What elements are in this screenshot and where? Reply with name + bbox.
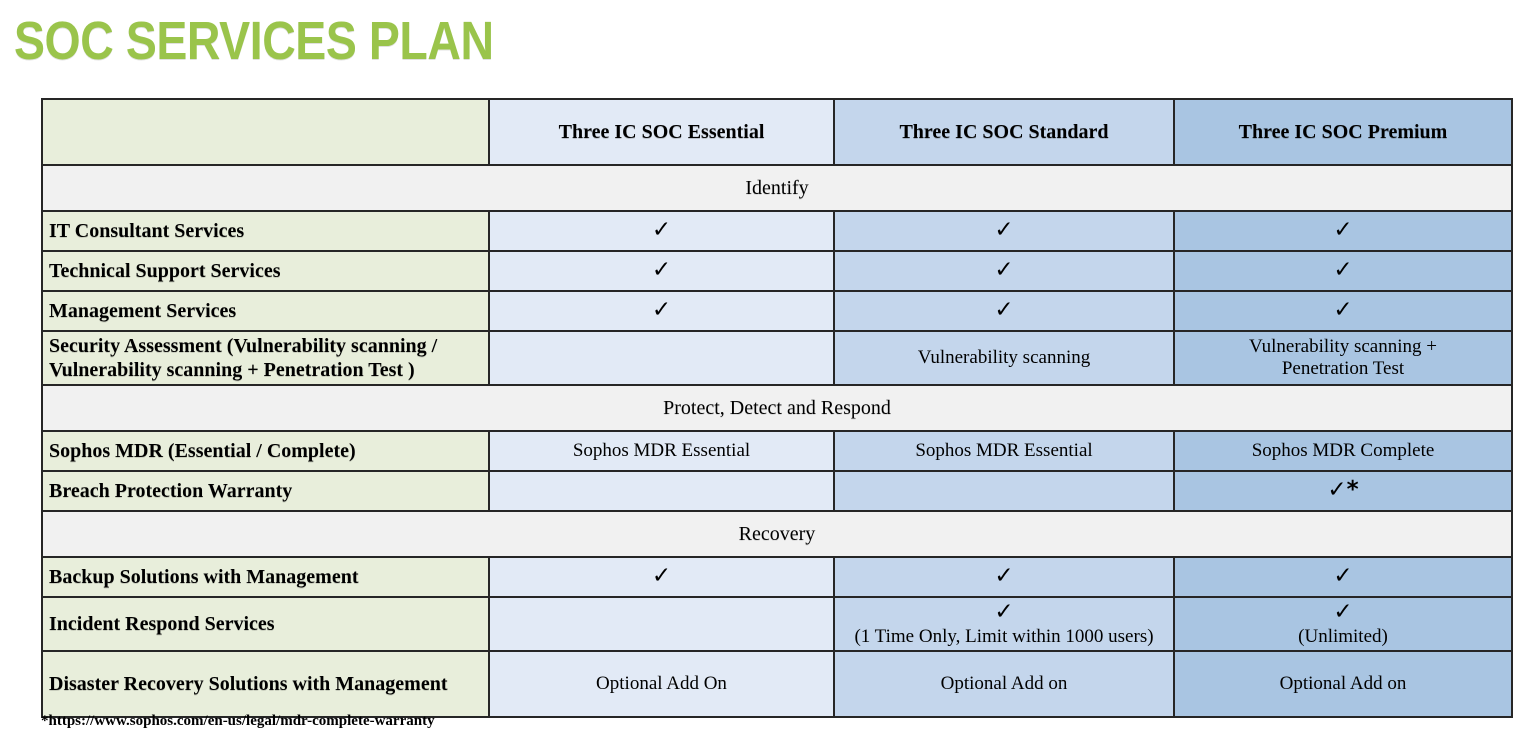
check-icon: ✓ bbox=[651, 563, 672, 590]
cell-standard: Vulnerability scanning bbox=[833, 330, 1175, 386]
table-row: Technical Support Services ✓ ✓ ✓ bbox=[41, 250, 1513, 292]
table-row: Management Services ✓ ✓ ✓ bbox=[41, 290, 1513, 332]
check-icon: ✓ bbox=[994, 563, 1014, 590]
cell-note-2: Penetration Test bbox=[1281, 358, 1405, 379]
check-asterisk-icon: ✓* bbox=[1327, 477, 1359, 504]
section-header-row: Identify bbox=[41, 164, 1513, 212]
section-title-recovery: Recovery bbox=[41, 510, 1513, 558]
cell-premium: ✓ (Unlimited) bbox=[1173, 596, 1513, 652]
check-icon: ✓ bbox=[651, 217, 672, 244]
cell-premium: Sophos MDR Complete bbox=[1173, 430, 1513, 472]
section-header-row: Protect, Detect and Respond bbox=[41, 384, 1513, 432]
table-row: Backup Solutions with Management ✓ ✓ ✓ bbox=[41, 556, 1513, 598]
cell-essential: ✓ bbox=[488, 290, 835, 332]
cell-essential bbox=[488, 330, 835, 386]
cell-essential: Optional Add On bbox=[488, 650, 835, 718]
column-header-standard[interactable]: Three IC SOC Standard bbox=[833, 98, 1175, 166]
section-title-identify: Identify bbox=[41, 164, 1513, 212]
feature-label: Security Assessment (Vulnerability scann… bbox=[41, 330, 490, 386]
cell-essential: ✓ bbox=[488, 556, 835, 598]
table-row: Disaster Recovery Solutions with Managem… bbox=[41, 650, 1513, 718]
cell-note: (Unlimited) bbox=[1298, 626, 1388, 648]
cell-premium: ✓ bbox=[1173, 290, 1513, 332]
cell-note: Optional Add On bbox=[596, 673, 727, 695]
feature-label-line2: Vulnerability scanning + Penetration Tes… bbox=[49, 359, 415, 381]
feature-label-line1: Security Assessment (Vulnerability scann… bbox=[49, 335, 438, 357]
section-header-row: Recovery bbox=[41, 510, 1513, 558]
check-icon: ✓ bbox=[994, 217, 1014, 244]
check-icon: ✓ bbox=[994, 297, 1014, 324]
feature-label: Technical Support Services bbox=[41, 250, 490, 292]
cell-note: Sophos MDR Essential bbox=[572, 440, 751, 462]
feature-label: Disaster Recovery Solutions with Managem… bbox=[41, 650, 490, 718]
check-icon: ✓ bbox=[651, 297, 672, 324]
cell-essential bbox=[488, 596, 835, 652]
page-title: SOC SERVICES PLAN bbox=[14, 11, 494, 71]
check-icon: ✓ bbox=[994, 257, 1014, 284]
table-row: Breach Protection Warranty ✓* bbox=[41, 470, 1513, 512]
cell-note: Vulnerability scanning bbox=[917, 347, 1091, 369]
table-row: Security Assessment (Vulnerability scann… bbox=[41, 330, 1513, 386]
cell-standard: ✓ bbox=[833, 210, 1175, 252]
check-icon: ✓ bbox=[1333, 257, 1353, 284]
cell-note: (1 Time Only, Limit within 1000 users) bbox=[854, 626, 1154, 648]
feature-label: Incident Respond Services bbox=[41, 596, 490, 652]
table-header-row: Three IC SOC Essential Three IC SOC Stan… bbox=[41, 98, 1513, 166]
cell-standard: ✓ bbox=[833, 250, 1175, 292]
column-header-feature bbox=[41, 98, 490, 166]
soc-services-plan-table: Three IC SOC Essential Three IC SOC Stan… bbox=[41, 98, 1513, 718]
cell-standard bbox=[833, 470, 1175, 512]
cell-standard: Optional Add on bbox=[833, 650, 1175, 718]
cell-premium: ✓ bbox=[1173, 250, 1513, 292]
cell-standard: ✓ (1 Time Only, Limit within 1000 users) bbox=[833, 596, 1175, 652]
check-icon: ✓ bbox=[1333, 563, 1353, 590]
check-icon: ✓ bbox=[651, 257, 672, 284]
cell-standard: Sophos MDR Essential bbox=[833, 430, 1175, 472]
cell-premium: ✓* bbox=[1173, 470, 1513, 512]
feature-label: Backup Solutions with Management bbox=[41, 556, 490, 598]
cell-essential: ✓ bbox=[488, 210, 835, 252]
cell-premium: ✓ bbox=[1173, 556, 1513, 598]
cell-standard: ✓ bbox=[833, 290, 1175, 332]
cell-premium: ✓ bbox=[1173, 210, 1513, 252]
table-row: Sophos MDR (Essential / Complete) Sophos… bbox=[41, 430, 1513, 472]
cell-note: Sophos MDR Essential bbox=[915, 440, 1093, 462]
cell-note: Optional Add on bbox=[1279, 673, 1407, 695]
check-icon: ✓ bbox=[1333, 598, 1353, 625]
feature-label: Sophos MDR (Essential / Complete) bbox=[41, 430, 490, 472]
table-row: IT Consultant Services ✓ ✓ ✓ bbox=[41, 210, 1513, 252]
table-row: Incident Respond Services ✓ (1 Time Only… bbox=[41, 596, 1513, 652]
cell-standard: ✓ bbox=[833, 556, 1175, 598]
cell-note: Sophos MDR Complete bbox=[1251, 440, 1435, 462]
feature-label: Management Services bbox=[41, 290, 490, 332]
cell-note: Optional Add on bbox=[940, 673, 1068, 695]
cell-essential: Sophos MDR Essential bbox=[488, 430, 835, 472]
column-header-essential[interactable]: Three IC SOC Essential bbox=[488, 98, 835, 166]
cell-premium: Vulnerability scanning + Penetration Tes… bbox=[1173, 330, 1513, 386]
section-title-protect-detect-respond: Protect, Detect and Respond bbox=[41, 384, 1513, 432]
feature-label: Breach Protection Warranty bbox=[41, 470, 490, 512]
cell-essential bbox=[488, 470, 835, 512]
check-icon: ✓ bbox=[1333, 217, 1353, 244]
check-icon: ✓ bbox=[994, 598, 1014, 625]
cell-premium: Optional Add on bbox=[1173, 650, 1513, 718]
cell-note: Vulnerability scanning + bbox=[1249, 336, 1437, 358]
cell-essential: ✓ bbox=[488, 250, 835, 292]
column-header-premium[interactable]: Three IC SOC Premium bbox=[1173, 98, 1513, 166]
check-icon: ✓ bbox=[1333, 297, 1353, 324]
feature-label: IT Consultant Services bbox=[41, 210, 490, 252]
footnote-warranty-link[interactable]: *https://www.sophos.com/en-us/legal/mdr-… bbox=[41, 713, 435, 729]
